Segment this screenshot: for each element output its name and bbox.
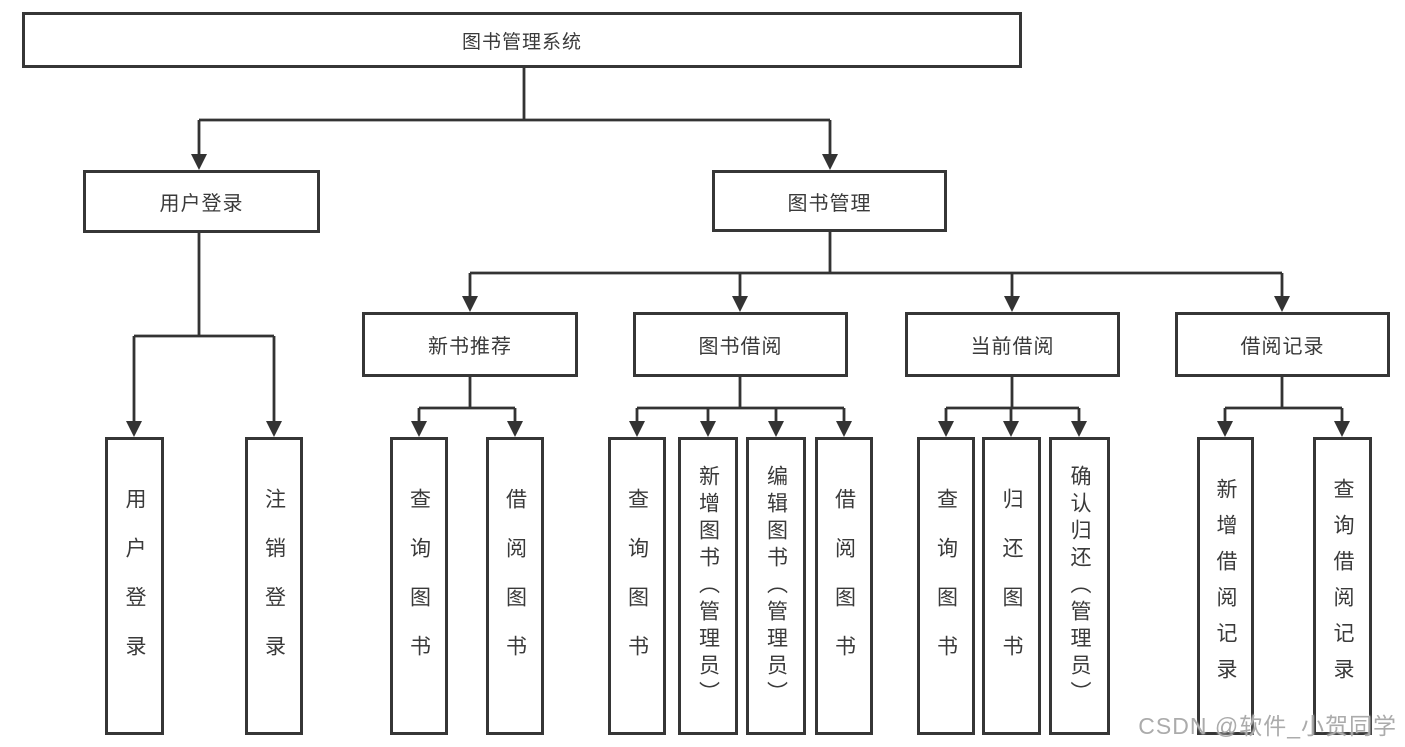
leaf-query-books-3: 查询图书 [917, 437, 975, 735]
node-borrow-records-label: 借阅记录 [1240, 336, 1325, 358]
leaf-add-borrow-record: 新增借阅记录 [1197, 437, 1254, 735]
leaf-return-book-label: 归还图书 [1000, 488, 1023, 684]
leaf-query-borrow-record-label: 查询借阅记录 [1331, 478, 1354, 694]
node-book-borrow-label: 图书借阅 [698, 336, 783, 358]
node-user-login: 用户登录 [83, 170, 320, 233]
watermark: CSDN @软件_小贺同学 [1138, 713, 1397, 739]
leaf-return-book: 归还图书 [982, 437, 1041, 735]
leaf-borrow-books-1: 借阅图书 [486, 437, 544, 735]
node-user-login-label: 用户登录 [159, 193, 244, 215]
node-book-management: 图书管理 [712, 170, 947, 232]
leaf-query-borrow-record: 查询借阅记录 [1313, 437, 1372, 735]
node-new-book-recommend-label: 新书推荐 [428, 336, 512, 358]
leaf-borrow-books-1-label: 借阅图书 [503, 488, 527, 684]
node-book-management-label: 图书管理 [787, 192, 872, 215]
leaf-user-login: 用户登录 [105, 437, 164, 735]
leaf-user-login-label: 用户登录 [123, 488, 146, 684]
node-root: 图书管理系统 [22, 12, 1022, 68]
leaf-add-borrow-record-label: 新增借阅记录 [1214, 478, 1237, 694]
node-new-book-recommend: 新书推荐 [362, 312, 578, 377]
leaf-query-books-1: 查询图书 [390, 437, 448, 735]
leaf-logout: 注销登录 [245, 437, 303, 735]
node-borrow-records: 借阅记录 [1175, 312, 1390, 377]
leaf-logout-label: 注销登录 [262, 488, 286, 684]
leaf-add-book-admin-label: 新增图书（管理员） [696, 464, 720, 708]
node-root-label: 图书管理系统 [461, 31, 582, 53]
node-book-borrow: 图书借阅 [633, 312, 848, 377]
leaf-edit-book-admin: 编辑图书（管理员） [746, 437, 806, 735]
node-current-borrow: 当前借阅 [905, 312, 1120, 377]
leaf-borrow-books-2-label: 借阅图书 [832, 488, 856, 684]
leaf-borrow-books-2: 借阅图书 [815, 437, 873, 735]
leaf-query-books-1-label: 查询图书 [407, 488, 431, 684]
leaf-query-books-2: 查询图书 [608, 437, 666, 735]
leaf-query-books-2-label: 查询图书 [625, 488, 649, 684]
node-current-borrow-label: 当前借阅 [970, 336, 1055, 358]
leaf-confirm-return-admin-label: 确认归还（管理员） [1068, 464, 1091, 708]
leaf-edit-book-admin-label: 编辑图书（管理员） [764, 464, 788, 708]
leaf-query-books-3-label: 查询图书 [934, 488, 958, 684]
leaf-confirm-return-admin: 确认归还（管理员） [1049, 437, 1110, 735]
leaf-add-book-admin: 新增图书（管理员） [678, 437, 738, 735]
